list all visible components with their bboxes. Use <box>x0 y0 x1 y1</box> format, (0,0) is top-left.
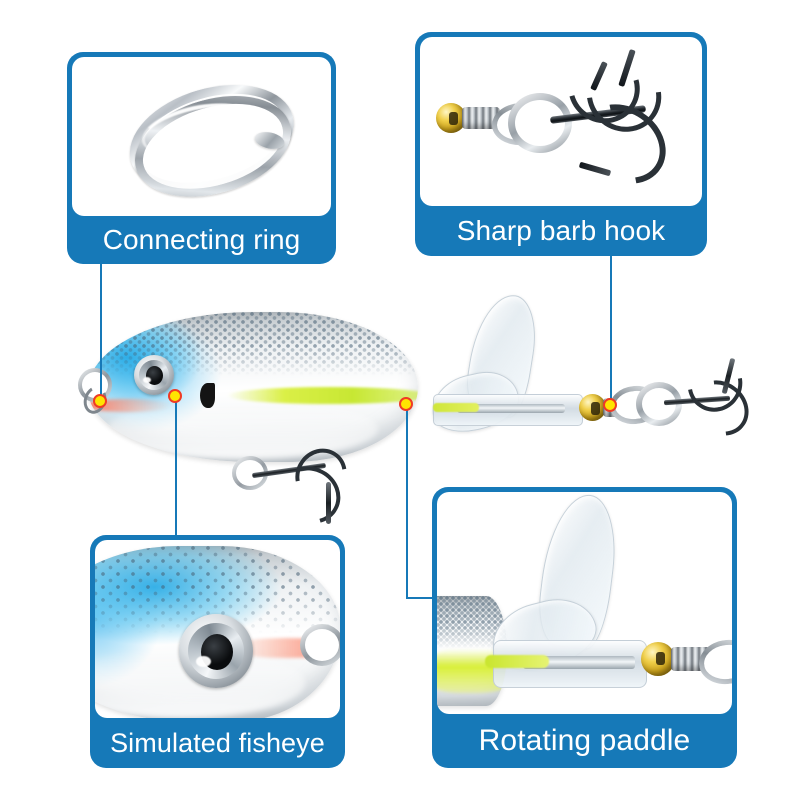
paddle-stripe <box>433 403 479 412</box>
marker-barb-hook[interactable] <box>603 398 617 412</box>
hook-split-ring <box>508 93 572 153</box>
callout-connecting-ring-label: Connecting ring <box>102 224 301 255</box>
lure-gill-mark <box>200 382 216 408</box>
callout-connecting-ring[interactable]: Connecting ring <box>67 52 336 264</box>
callout-rotating-paddle[interactable]: Rotating paddle <box>432 487 737 768</box>
rotating-paddle-assembly <box>395 289 637 460</box>
connector-paddle-horizontal <box>406 597 432 599</box>
fisheye-eye-glint <box>196 656 211 667</box>
lure-body <box>88 312 418 462</box>
rear-hook-assembly <box>608 345 760 482</box>
connector-barb-hook <box>610 252 612 405</box>
callout-simulated-fisheye[interactable]: Simulated fisheye <box>90 535 345 768</box>
nose-split-ring <box>78 368 112 402</box>
belly-hook-point <box>326 482 331 524</box>
lure-red-lip <box>88 399 171 412</box>
paddle-swivel-clip <box>696 636 732 688</box>
callout-sharp-barb-hook[interactable]: Sharp barb hook <box>415 32 707 256</box>
marker-fisheye[interactable] <box>168 389 182 403</box>
callout-sharp-barb-hook-label: Sharp barb hook <box>456 215 666 246</box>
lure-lateral-stripe <box>226 387 418 404</box>
marker-connecting-ring[interactable] <box>93 394 107 408</box>
marker-rotating-paddle[interactable] <box>399 397 413 411</box>
connector-connecting-ring <box>100 263 102 401</box>
main-product-illustration <box>70 289 760 560</box>
paddle-shaft-core <box>457 404 565 413</box>
lure-eye <box>134 355 174 395</box>
callout-rotating-paddle-label: Rotating paddle <box>478 724 691 757</box>
callout-simulated-fisheye-photo <box>95 540 340 718</box>
connector-fisheye <box>175 396 177 535</box>
paddle-gold-bead <box>641 642 675 676</box>
callout-simulated-fisheye-label: Simulated fisheye <box>110 728 325 758</box>
callout-connecting-ring-photo <box>72 57 331 216</box>
belly-treble-hook <box>230 438 360 542</box>
gold-bead <box>579 394 606 421</box>
callout-rotating-paddle-photo <box>437 492 732 714</box>
hook-wire-spring <box>462 107 500 129</box>
hook-gold-bead <box>436 103 466 133</box>
fisheye-eye <box>179 614 253 688</box>
connector-paddle-vertical <box>406 404 408 598</box>
treble-hook-icon <box>420 37 702 206</box>
fisheye-lure-head <box>95 546 340 718</box>
paddle-stripe-large <box>485 655 549 668</box>
fisheye-nose-ring <box>300 624 340 666</box>
split-ring-icon <box>116 66 306 214</box>
paddle-shaft-core-large <box>523 656 635 669</box>
callout-sharp-barb-hook-photo <box>420 37 702 206</box>
lure-eye-glint <box>143 377 151 383</box>
